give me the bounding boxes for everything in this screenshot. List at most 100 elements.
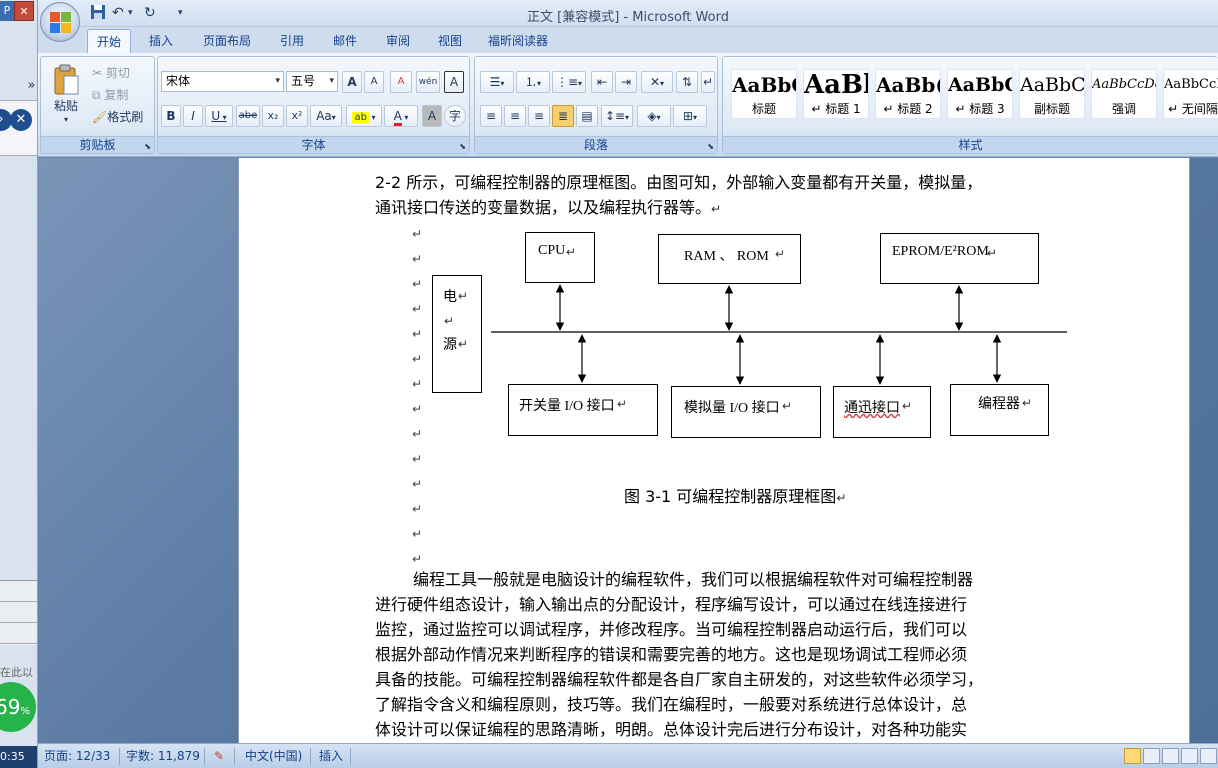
office-button[interactable] — [40, 2, 80, 42]
paste-label: 粘贴 — [53, 99, 78, 113]
style-subtitle[interactable]: AaBbC 副标题 — [1019, 69, 1085, 119]
undo-icon[interactable]: ↶ — [112, 5, 124, 21]
align-center-button[interactable]: ≡ — [504, 105, 526, 127]
bold-button[interactable]: B — [161, 105, 181, 127]
clipboard-launcher-icon[interactable]: ⬊ — [144, 142, 151, 151]
strikethrough-button[interactable]: abe — [236, 105, 260, 127]
paragraph-mark: ↵ — [458, 289, 469, 303]
background-window-button[interactable]: P — [0, 1, 14, 21]
character-border-button[interactable]: A — [444, 71, 464, 93]
background-chevron-icon[interactable]: » — [27, 78, 36, 93]
pilcrow-icon: ↵ — [702, 75, 714, 89]
customize-qat-icon[interactable]: ▾ — [178, 8, 183, 18]
paste-dropdown-icon[interactable]: ▾ — [63, 115, 68, 124]
line-spacing-button[interactable]: ↕≡▾ — [601, 105, 633, 127]
brush-icon: 🖌 — [92, 110, 108, 124]
clear-formatting-button[interactable]: A — [390, 71, 412, 93]
tab-insert[interactable]: 插入 — [148, 34, 173, 48]
web-layout-view-icon[interactable] — [1162, 748, 1179, 764]
bullets-icon: ☰ — [489, 75, 501, 89]
style-name: ↵ 标题 1 — [811, 102, 861, 116]
style-heading-3[interactable]: AaBbC ↵ 标题 3 — [947, 69, 1013, 119]
font-name-combo[interactable]: 宋体▾ — [161, 71, 284, 92]
borders-button[interactable]: ⊞▾ — [673, 105, 707, 127]
background-nav-icon[interactable]: › — [0, 109, 12, 131]
show-hide-button[interactable]: ↵ — [701, 71, 715, 93]
diagram-connectors — [491, 284, 1067, 385]
justify-button[interactable]: ≣ — [552, 105, 574, 127]
draft-view-icon[interactable] — [1200, 748, 1217, 764]
tab-review[interactable]: 审阅 — [385, 34, 410, 48]
phonetic-guide-button[interactable]: wén — [416, 71, 440, 93]
paste-button[interactable]: 粘贴 ▾ — [47, 61, 85, 131]
font-size-combo[interactable]: 五号▾ — [286, 71, 338, 92]
word-count[interactable]: 字数: 11,879 — [126, 749, 200, 763]
sort-button[interactable]: ⇅ — [676, 71, 698, 93]
insert-mode-indicator[interactable]: 插入 — [319, 749, 344, 763]
highlight-button[interactable]: ab ▾ — [346, 105, 382, 127]
align-right-button[interactable]: ≡ — [528, 105, 550, 127]
bullets-button[interactable]: ☰▾ — [480, 71, 514, 93]
paragraph-launcher-icon[interactable]: ⬊ — [707, 142, 714, 151]
background-close-button[interactable]: ✕ — [14, 1, 34, 21]
body-line-6: 了解指令含义和编程原则，技巧等。我们在编程时，一般要对系统进行总体设计，总 — [375, 695, 968, 714]
language-indicator[interactable]: 中文(中国) — [245, 749, 303, 763]
print-layout-view-icon[interactable] — [1124, 748, 1141, 764]
style-name: 副标题 — [1033, 102, 1070, 116]
tab-view[interactable]: 视图 — [437, 34, 462, 48]
background-list-panel — [0, 580, 37, 645]
align-left-icon: ≡ — [485, 109, 497, 123]
tab-mailings[interactable]: 邮件 — [332, 34, 357, 48]
style-no-spacing[interactable]: AaBbCcD ↵ 无间隔 — [1163, 69, 1218, 119]
tab-foxit-reader[interactable]: 福昕阅读器 — [487, 34, 548, 48]
font-launcher-icon[interactable]: ⬊ — [459, 142, 466, 151]
copy-button[interactable]: ⧉ 复制 — [91, 84, 151, 106]
enclose-characters-button[interactable]: 字 — [444, 105, 466, 127]
outline-view-icon[interactable] — [1181, 748, 1198, 764]
page-count[interactable]: 页面: 12/33 — [44, 749, 111, 763]
proofing-icon[interactable]: ✎ — [214, 749, 225, 763]
style-sample: AaBb( — [876, 73, 941, 97]
copy-label: 复制 — [104, 88, 129, 102]
save-icon[interactable] — [90, 4, 106, 22]
distributed-button[interactable]: ▤ — [576, 105, 598, 127]
styles-group: AaBbC 标题 AaBl ↵ 标题 1 AaBb( ↵ 标题 2 AaBbC … — [722, 56, 1218, 154]
align-left-button[interactable]: ≡ — [480, 105, 502, 127]
change-case-button[interactable]: Aa▾ — [310, 105, 342, 127]
background-close-circle-icon[interactable]: ✕ — [10, 109, 32, 131]
font-color-button[interactable]: A ▾ — [384, 105, 418, 127]
increase-indent-icon: ⇥ — [620, 75, 632, 89]
shrink-font-button[interactable]: A — [364, 71, 384, 93]
style-sample: AaBl — [804, 70, 869, 100]
format-painter-button[interactable]: 🖌格式刷 — [91, 106, 153, 128]
cut-button[interactable]: ✂ 剪切 — [91, 62, 151, 84]
decrease-indent-button[interactable]: ⇤ — [591, 71, 613, 93]
style-heading-2[interactable]: AaBb( ↵ 标题 2 — [875, 69, 941, 119]
redo-icon[interactable]: ↻ — [144, 5, 156, 21]
increase-indent-button[interactable]: ⇥ — [615, 71, 637, 93]
tab-page-layout[interactable]: 页面布局 — [202, 34, 251, 48]
grow-font-button[interactable]: A — [342, 71, 362, 93]
subscript-button[interactable]: x₂ — [262, 105, 284, 127]
status-divider — [350, 748, 351, 765]
character-shading-button[interactable]: A — [422, 105, 442, 127]
font-group: 宋体▾ 五号▾ A A A wén A B I U ▾ abe x₂ x² Aa… — [157, 56, 470, 154]
paragraph-mark: ↵ — [412, 327, 423, 341]
superscript-button[interactable]: x² — [286, 105, 308, 127]
style-title[interactable]: AaBbC 标题 — [731, 69, 797, 119]
power-char-1: 电 — [443, 290, 457, 305]
character-border-icon: A — [449, 75, 459, 89]
numbering-button[interactable]: ⒈▾ — [516, 71, 550, 93]
undo-dropdown-icon[interactable]: ▾ — [128, 8, 133, 18]
chinese-layout-button[interactable]: ✕▾ — [641, 71, 673, 93]
italic-button[interactable]: I — [183, 105, 203, 127]
full-screen-reading-view-icon[interactable] — [1143, 748, 1160, 764]
style-emphasis[interactable]: AaBbCcDc 强调 — [1091, 69, 1157, 119]
style-heading-1[interactable]: AaBl ↵ 标题 1 — [803, 69, 869, 119]
shading-button[interactable]: ◈▾ — [637, 105, 671, 127]
document-page[interactable]: 2-2 所示，可编程控制器的原理框图。由图可知，外部输入变量都有开关量，模拟量，… — [238, 158, 1190, 743]
multilevel-list-button[interactable]: ⋮≡▾ — [552, 71, 586, 93]
tab-home[interactable]: 开始 — [87, 29, 131, 53]
underline-button[interactable]: U ▾ — [205, 105, 233, 127]
tab-references[interactable]: 引用 — [279, 34, 304, 48]
